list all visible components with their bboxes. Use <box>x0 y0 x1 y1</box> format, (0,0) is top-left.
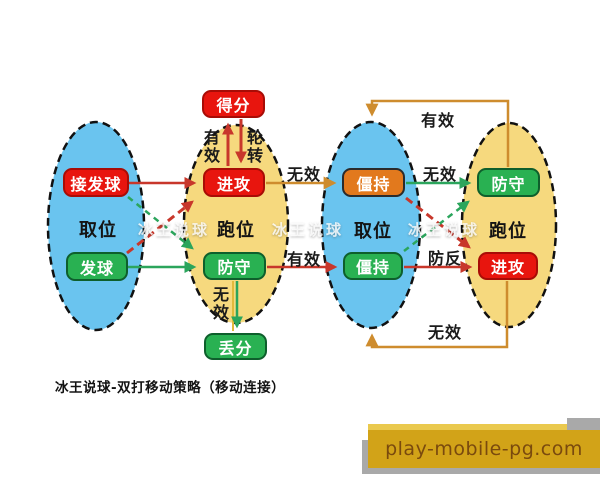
arrow-stalemate-top-to-attack-right-dashed <box>405 196 471 249</box>
zone-label-far-right: 跑位 <box>489 221 527 242</box>
node-stalemate-bottom: 僵持 <box>343 252 403 280</box>
arrow-serve-to-attack-dashed <box>126 200 194 255</box>
node-attack-right: 进攻 <box>478 252 538 280</box>
zone-label-mid: 跑位 <box>217 220 255 241</box>
arrow-receive-to-defend-dashed <box>127 196 194 250</box>
arrow-attack-right-back-to-position-bottom <box>365 281 509 349</box>
watermark-text-2: 冰王说球 <box>272 221 345 239</box>
node-attack-mid: 进攻 <box>203 168 265 197</box>
node-defend-right: 防守 <box>477 168 540 197</box>
edge-label-effective-bracket-top: 有效 <box>420 111 455 130</box>
edge-label-ineffective-mid: 无效 <box>286 165 321 184</box>
node-stalemate-top: 僵持 <box>342 168 405 197</box>
node-lose-point: 丢分 <box>204 333 267 360</box>
watermark-text-1: 冰王说球 <box>138 221 211 239</box>
node-serve: 发球 <box>66 252 128 281</box>
edge-label-ineffective-down: 无效 <box>212 285 229 323</box>
zone-label-left: 取位 <box>79 220 117 241</box>
arrow-defend-right-back-to-position-top <box>365 99 510 167</box>
edge-label-effective-mid: 有效 <box>286 250 321 269</box>
footer-site-banner: play-mobile-pg.com <box>368 430 600 468</box>
node-receive-serve: 接发球 <box>63 168 129 197</box>
zone-label-right: 取位 <box>354 221 392 242</box>
node-score: 得分 <box>202 90 265 118</box>
node-defend-mid: 防守 <box>203 252 266 280</box>
edge-label-rotation: 轮转 <box>246 128 263 166</box>
arrow-stalemate-bottom-to-defend-right-dashed <box>403 200 470 252</box>
diagram-caption: 冰王说球-双打移动策略（移动连接） <box>55 380 286 396</box>
edge-label-counter-attack: 防反 <box>427 249 462 268</box>
edge-label-ineffective-bracket-bottom: 无效 <box>427 323 462 342</box>
edge-label-ineffective-right: 无效 <box>422 165 457 184</box>
edge-label-effective-up: 有效 <box>203 128 220 166</box>
watermark-text-3: 冰王说球 <box>408 221 481 239</box>
footer-site-url: play-mobile-pg.com <box>385 438 583 460</box>
